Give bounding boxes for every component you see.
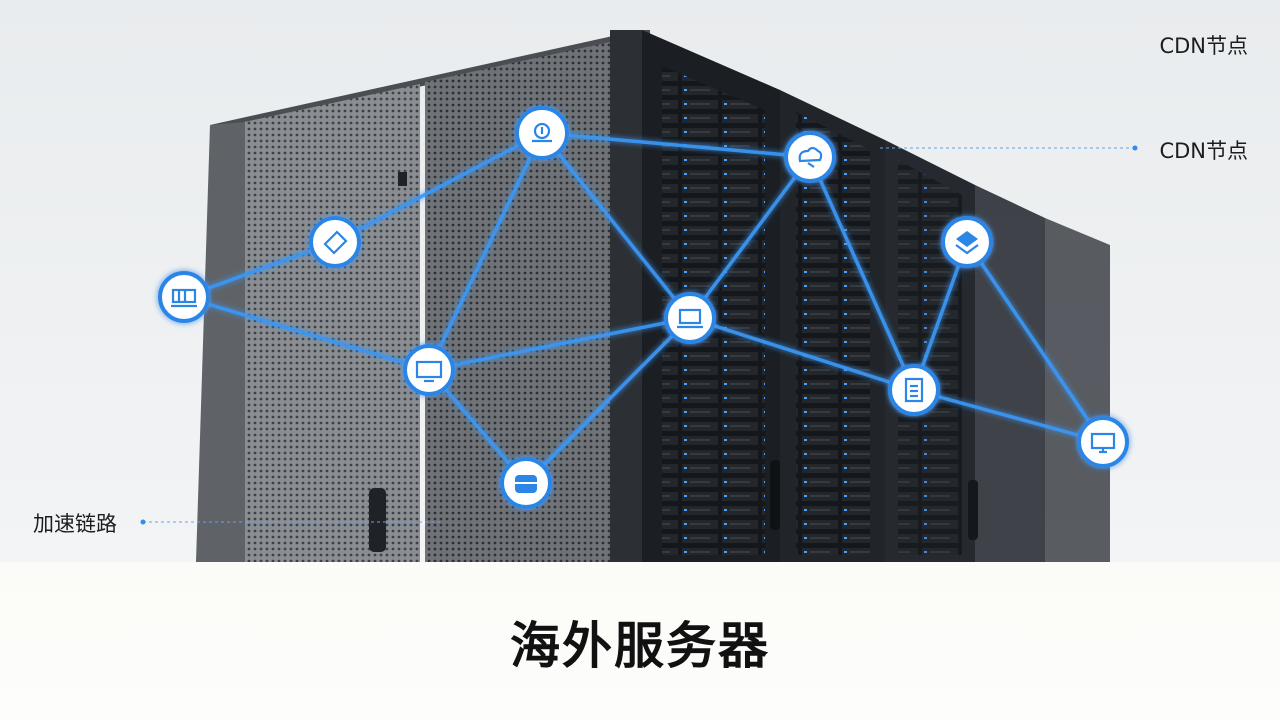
link: [183, 295, 430, 372]
network-nodes: [158, 106, 1129, 509]
database-icon: [515, 475, 537, 493]
node-document: [888, 364, 940, 416]
link: [689, 316, 915, 392]
rack-frame-bar: [610, 30, 642, 562]
node-layers: [941, 216, 993, 268]
display-icon: [1090, 432, 1116, 454]
tag-icon: [323, 230, 348, 255]
rack-handle-3: [968, 480, 978, 540]
link: [427, 132, 544, 371]
cdn-node-label: CDN节点: [1159, 139, 1248, 163]
link: [524, 316, 692, 485]
cdn-node-label-top: CDN节点: [1159, 34, 1248, 58]
rack-left-side: [196, 120, 245, 562]
laptop-icon: [677, 308, 703, 329]
server-icon: [171, 288, 197, 308]
rack-front-top: [210, 30, 650, 125]
link: [540, 131, 692, 320]
document-icon: [904, 377, 924, 403]
node-laptop: [664, 292, 716, 344]
link: [912, 241, 969, 391]
node-cloud: [784, 131, 836, 183]
router-icon: [532, 122, 552, 143]
node-database: [500, 457, 552, 509]
accel-link-label: 加速链路: [33, 512, 117, 536]
leader-dot-accel: [140, 519, 146, 525]
monitor-icon: [415, 360, 443, 383]
node-display: [1077, 416, 1129, 468]
link: [428, 316, 691, 372]
link: [965, 241, 1105, 443]
rack-dark-slots-3: [898, 160, 962, 555]
layers-icon: [955, 231, 979, 255]
node-server: [158, 271, 210, 323]
leader-dot-cdn: [1132, 145, 1138, 151]
rack-handle-2: [770, 460, 780, 530]
rack-latch: [398, 172, 407, 186]
rack-handle: [369, 488, 386, 552]
rack-mesh-door-left: [245, 84, 420, 562]
rack-dark-slots-2: [796, 112, 870, 555]
cloud-icon: [798, 146, 823, 168]
link: [334, 131, 543, 244]
node-monitor: [403, 344, 455, 396]
link: [183, 240, 336, 299]
link: [913, 388, 1104, 444]
node-router: [515, 106, 569, 160]
caption-band: [0, 562, 1280, 720]
page-title: 海外服务器: [510, 617, 770, 675]
rack-dark-front-5: [1045, 218, 1110, 562]
link: [541, 131, 811, 159]
link: [688, 155, 812, 320]
link: [808, 156, 916, 391]
node-tag: [309, 216, 361, 268]
